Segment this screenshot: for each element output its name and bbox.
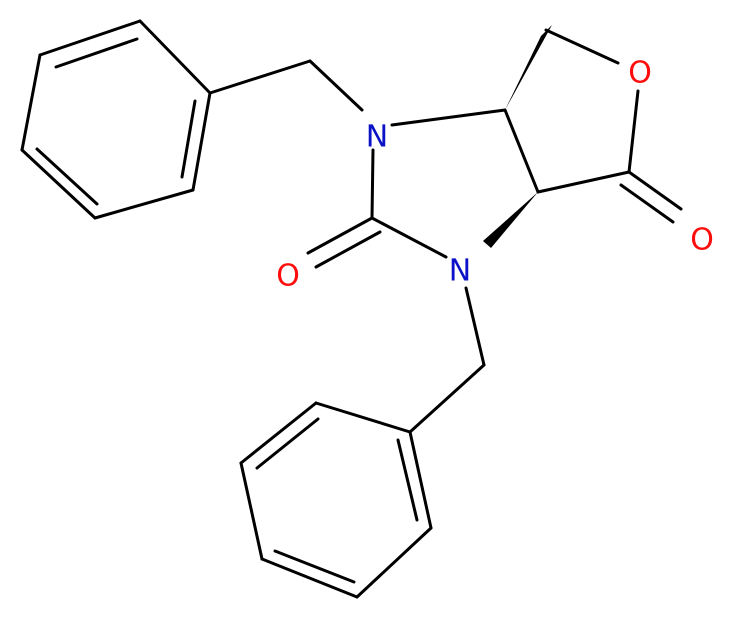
bond (93, 188, 195, 220)
bond (20, 53, 42, 152)
nitrogen-atom-label: N (449, 254, 471, 289)
bond (38, 19, 142, 57)
bond-inner (54, 37, 139, 69)
bond (208, 59, 312, 95)
bond (260, 557, 359, 599)
bond (627, 89, 640, 174)
bonds (20, 19, 683, 599)
wedge-bond (505, 25, 552, 110)
oxygen-atom-label: O (628, 56, 652, 91)
bond-inner (255, 417, 320, 470)
bond-double (627, 170, 683, 211)
bond (544, 28, 620, 65)
bond (239, 461, 264, 561)
bond-double (314, 230, 382, 269)
bond (536, 170, 631, 194)
bond-double (619, 183, 675, 224)
bond (464, 286, 486, 367)
bond (239, 401, 318, 465)
bond-inner (273, 549, 356, 584)
oxygen-atom-label: O (690, 223, 714, 258)
bond (20, 148, 97, 220)
bond-inner (35, 147, 99, 206)
bond (314, 401, 412, 434)
bond (370, 216, 448, 259)
bond (503, 108, 540, 194)
bond (308, 59, 364, 112)
bond-double (306, 216, 374, 255)
bond (370, 148, 375, 220)
bond-inner (180, 99, 197, 179)
bond (355, 526, 433, 599)
bond (138, 19, 212, 95)
nitrogen-atom-label: N (366, 120, 388, 155)
bond-inner (396, 438, 419, 522)
bond (191, 91, 212, 192)
bond (390, 108, 507, 127)
oxygen-atom-label: O (276, 259, 300, 294)
bond (408, 430, 433, 530)
bond (408, 363, 486, 434)
wedge-bond (483, 192, 538, 248)
